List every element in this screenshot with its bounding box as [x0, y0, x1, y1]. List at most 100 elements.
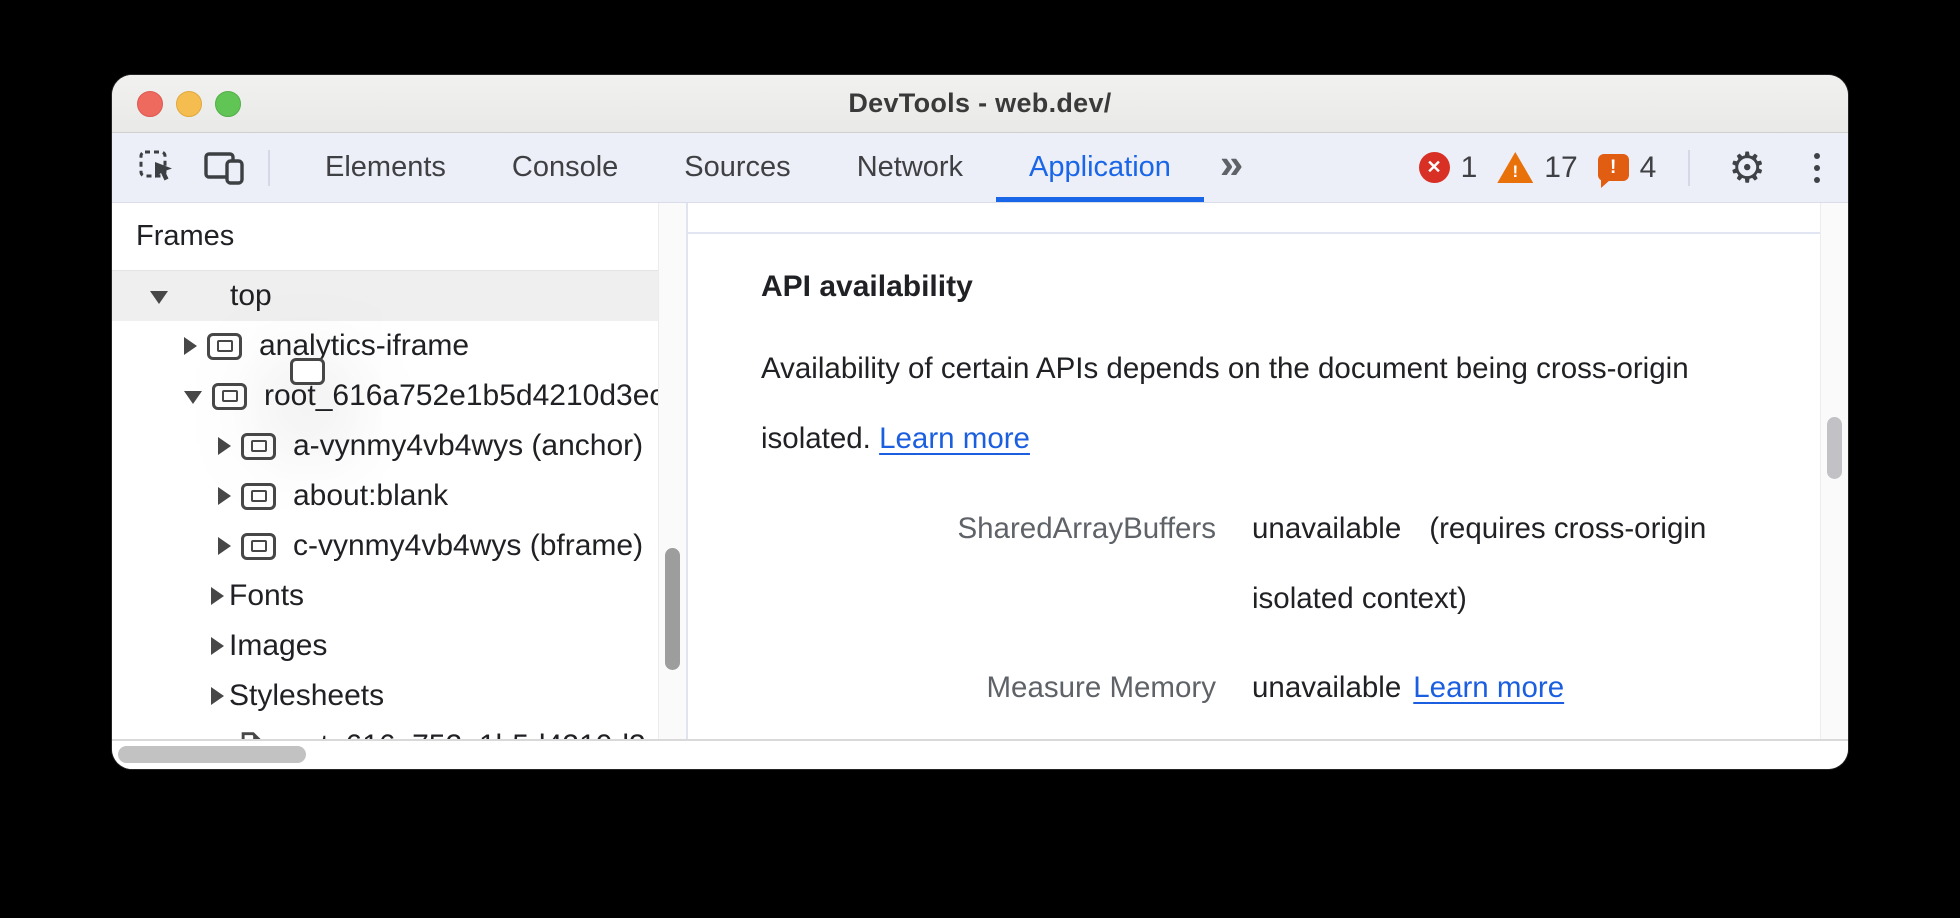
api-status: unavailable: [1252, 671, 1402, 704]
content-area: Frames top analytics-iframe root_616a752…: [112, 203, 1848, 739]
disclosure-triangle-icon[interactable]: [211, 687, 224, 705]
issues-badge[interactable]: ! 4: [1597, 150, 1657, 188]
tree-row[interactable]: about:blank: [112, 471, 658, 521]
devtools-toolbar: Elements Console Sources Network Applica…: [112, 133, 1848, 203]
tab-elements[interactable]: Elements: [325, 151, 446, 183]
tree-row-label: Stylesheets: [229, 679, 385, 712]
device-toolbar-icon: [204, 151, 244, 185]
application-sidebar: Frames top analytics-iframe root_616a752…: [112, 203, 658, 739]
more-tabs-button[interactable]: »: [1219, 139, 1244, 193]
api-note-continued: isolated context): [1252, 582, 1467, 615]
error-badge[interactable]: ✕ 1: [1418, 150, 1478, 185]
api-availability-table: SharedArrayBuffers unavailable (requires …: [761, 494, 1790, 723]
main-scrollbar[interactable]: [1820, 203, 1848, 739]
disclosure-triangle-icon[interactable]: [150, 291, 168, 304]
tree-row-label: a-vynmy4vb4wys (anchor): [293, 429, 644, 462]
api-row: SharedArrayBuffers unavailable (requires …: [761, 494, 1790, 634]
disclosure-triangle-icon[interactable]: [218, 487, 231, 505]
tab-application[interactable]: Application: [996, 133, 1204, 202]
tree-row[interactable]: Images: [112, 621, 658, 671]
frame-icon: [241, 432, 276, 460]
tree-row-label: c-vynmy4vb4wys (bframe): [293, 529, 644, 562]
frames-tree: top analytics-iframe root_616a752e1b5d42…: [112, 271, 658, 739]
learn-more-link[interactable]: Learn more: [879, 422, 1030, 455]
inspect-element-button[interactable]: [138, 149, 176, 187]
main-scrollbar-thumb[interactable]: [1827, 417, 1842, 479]
panel-divider[interactable]: [686, 203, 688, 739]
toolbar-separator: [1688, 149, 1691, 186]
tab-strip: Elements Console Sources Network Applica…: [292, 133, 1204, 202]
tree-row[interactable]: c-vynmy4vb4wys (bframe): [112, 521, 658, 571]
chevron-double-right-icon: »: [1219, 139, 1244, 187]
tree-row[interactable]: top: [112, 271, 658, 385]
learn-more-link[interactable]: Learn more: [1413, 671, 1565, 704]
disclosure-triangle-icon[interactable]: [211, 587, 224, 605]
settings-button[interactable]: ⚙: [1722, 143, 1766, 191]
tab-console[interactable]: Console: [511, 151, 619, 183]
tree-row[interactable]: Stylesheets: [112, 671, 658, 721]
tree-row[interactable]: analytics-iframe: [112, 321, 658, 371]
api-value: unavailable (requires cross-origin isolat…: [1252, 494, 1706, 634]
traffic-lights: [137, 75, 241, 132]
tree-row[interactable]: root_616a752e1b5d4210d3ec: [112, 721, 658, 739]
tree-row-label: root_616a752e1b5d4210d3ec: [277, 729, 658, 739]
api-status: unavailable: [1252, 512, 1402, 545]
inspect-cursor-icon: [139, 150, 172, 180]
api-label: SharedArrayBuffers: [957, 512, 1216, 545]
more-options-button[interactable]: [1814, 152, 1820, 183]
frame-icon: [212, 382, 247, 410]
api-value: unavailable Learn more: [1252, 653, 1564, 723]
minimize-button[interactable]: [176, 90, 202, 117]
disclosure-triangle-icon[interactable]: [218, 437, 231, 455]
disclosure-triangle-icon[interactable]: [218, 537, 231, 555]
sidebar-scrollbar[interactable]: [658, 203, 686, 739]
tree-row-label: Fonts: [229, 579, 305, 612]
tab-sources[interactable]: Sources: [684, 151, 791, 183]
issues-icon: !: [1597, 154, 1629, 188]
warning-icon: !: [1497, 152, 1534, 183]
zoom-button[interactable]: [215, 90, 241, 117]
horizontal-scrollbar[interactable]: [112, 739, 1848, 769]
tree-row[interactable]: a-vynmy4vb4wys (anchor): [112, 421, 658, 471]
titlebar: DevTools - web.dev/: [112, 75, 1848, 133]
document-icon: [241, 731, 262, 739]
api-row: Measure Memory unavailable Learn more: [761, 653, 1790, 723]
disclosure-triangle-icon[interactable]: [184, 337, 197, 355]
tree-row-label: root_616a752e1b5d4210d3ec: [264, 379, 658, 412]
warning-badge[interactable]: ! 17: [1497, 150, 1578, 185]
kebab-icon: [1814, 152, 1820, 159]
main-panel: API availability Availability of certain…: [688, 203, 1820, 739]
api-description: Availability of certain APIs depends on …: [761, 352, 1689, 455]
sidebar-scrollbar-thumb[interactable]: [665, 548, 680, 670]
warning-count: 17: [1544, 150, 1578, 184]
tree-row-label: about:blank: [293, 479, 449, 512]
frames-section-header[interactable]: Frames: [112, 203, 658, 271]
status-badges: ✕ 1 ! 17 ! 4 ⚙: [1418, 143, 1828, 191]
disclosure-triangle-icon[interactable]: [211, 637, 224, 655]
frame-icon: [241, 532, 276, 560]
close-button[interactable]: [137, 90, 163, 117]
devtools-window: DevTools - web.dev/ Elements Console Sou…: [112, 75, 1848, 769]
api-availability-heading: API availability: [761, 270, 973, 303]
section-divider: [688, 203, 1820, 234]
error-count: 1: [1460, 150, 1478, 184]
frame-icon: [290, 357, 325, 385]
api-label: Measure Memory: [986, 671, 1216, 704]
tree-row[interactable]: Fonts: [112, 571, 658, 621]
gear-icon: ⚙: [1728, 143, 1766, 191]
api-note: (requires cross-origin: [1429, 512, 1707, 545]
toggle-device-toolbar-button[interactable]: [202, 149, 246, 187]
error-icon: ✕: [1418, 152, 1450, 183]
toolbar-separator: [268, 149, 270, 186]
frame-icon: [241, 482, 276, 510]
tree-row[interactable]: root_616a752e1b5d4210d3ec: [112, 371, 658, 421]
disclosure-triangle-icon[interactable]: [184, 391, 202, 404]
tree-row-label: analytics-iframe: [259, 329, 470, 362]
horizontal-scrollbar-thumb[interactable]: [118, 746, 306, 763]
window-title: DevTools - web.dev/: [848, 88, 1112, 118]
tree-row-label: Images: [229, 629, 328, 662]
tree-row-label: top: [230, 279, 272, 312]
tab-network[interactable]: Network: [856, 151, 964, 183]
frame-icon: [207, 332, 242, 360]
issues-count: 4: [1639, 150, 1657, 184]
